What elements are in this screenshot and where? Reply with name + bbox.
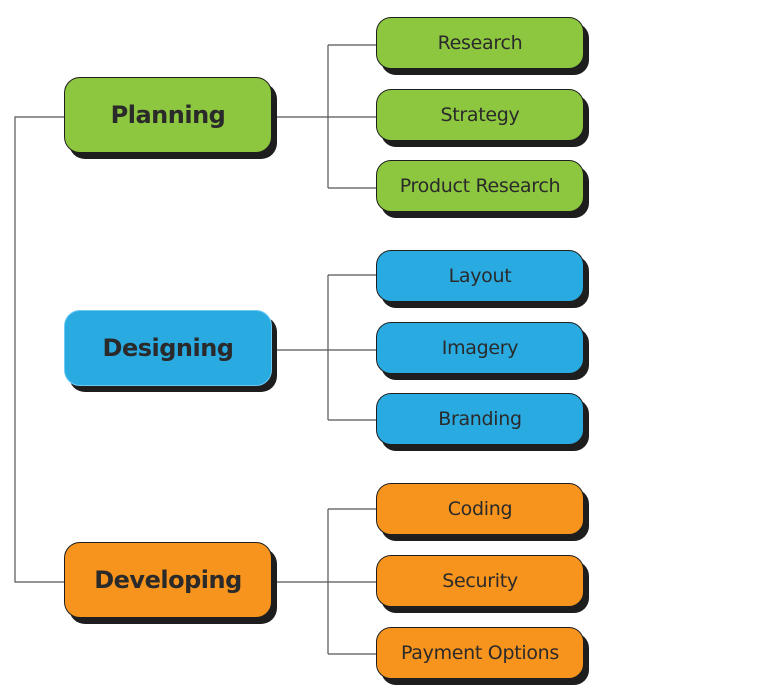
phase-planning-label: Planning <box>110 101 226 129</box>
designing-branch <box>276 274 378 421</box>
task-imagery: Imagery <box>376 322 584 374</box>
planning-branch <box>276 44 378 189</box>
task-research-label: Research <box>437 32 523 54</box>
phase-developing-label: Developing <box>94 566 242 594</box>
task-coding: Coding <box>376 483 584 535</box>
task-imagery-label: Imagery <box>441 337 519 359</box>
task-security: Security <box>376 555 584 607</box>
phase-developing: Developing <box>64 542 272 618</box>
task-layout-label: Layout <box>448 265 512 287</box>
task-layout: Layout <box>376 250 584 302</box>
phase-designing: Designing <box>64 310 272 386</box>
task-product-research: Product Research <box>376 160 584 212</box>
phase-designing-label: Designing <box>102 334 234 362</box>
developing-branch <box>276 508 378 655</box>
task-branding: Branding <box>376 393 584 445</box>
phase-planning: Planning <box>64 77 272 153</box>
task-branding-label: Branding <box>438 408 522 430</box>
task-research: Research <box>376 17 584 69</box>
trunk-line <box>14 116 64 583</box>
task-security-label: Security <box>442 570 518 592</box>
task-strategy: Strategy <box>376 89 584 141</box>
task-payment-options: Payment Options <box>376 627 584 679</box>
task-product-research-label: Product Research <box>399 175 561 197</box>
task-coding-label: Coding <box>447 498 513 520</box>
task-payment-options-label: Payment Options <box>400 642 560 664</box>
task-strategy-label: Strategy <box>440 104 520 126</box>
